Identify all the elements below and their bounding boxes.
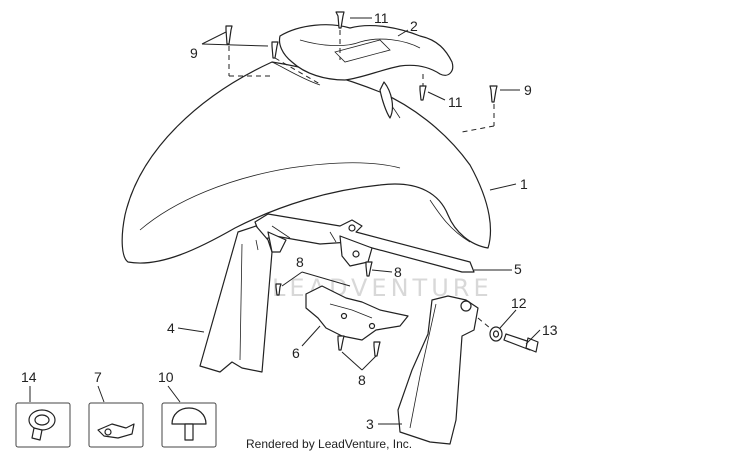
screw-right-group <box>461 85 498 133</box>
screws-lower-group <box>337 335 381 357</box>
fender-bracket-part <box>254 213 475 273</box>
callout-front-fender: 1 <box>520 176 528 192</box>
callout-screw-middle: 11 <box>448 94 463 110</box>
callout-bolt: 13 <box>542 322 558 338</box>
left-fork-guard-part <box>199 225 287 373</box>
watermark-text: LEADVENTURE <box>272 274 493 302</box>
callout-screw-inset: 7 <box>94 369 102 385</box>
screws-left-group <box>225 25 321 85</box>
callout-screws-lower-top: 8 <box>296 254 304 270</box>
callout-fender-bracket: 5 <box>514 261 522 277</box>
washer-part <box>489 326 503 342</box>
callout-left-fork-guard: 4 <box>167 320 175 336</box>
callout-screw-upper: 11 <box>374 10 389 26</box>
inset-screw: 7 <box>88 369 144 448</box>
callout-screws-bracket: 8 <box>394 264 402 280</box>
right-fork-guard-part <box>397 295 479 445</box>
inset-grommet: 14 <box>15 369 71 448</box>
fender-trim-part <box>278 24 454 119</box>
callout-bushing-inset: 10 <box>158 369 174 385</box>
mount-plate-part <box>305 285 409 341</box>
front-fender-part <box>121 61 492 264</box>
callout-screws-lower: 8 <box>358 372 366 388</box>
callout-grommet-inset: 14 <box>21 369 37 385</box>
leader-lines <box>177 17 541 425</box>
callout-mount-plate: 6 <box>292 345 300 361</box>
callout-washer: 12 <box>511 295 527 311</box>
inset-bushing: 10 <box>158 369 217 448</box>
screw-upper-group <box>335 11 345 60</box>
screw-bracket-group <box>275 261 373 296</box>
callout-screw-right: 9 <box>524 82 532 98</box>
callout-fender-trim: 2 <box>410 18 418 34</box>
callout-screws-left: 9 <box>190 45 198 61</box>
render-credit: Rendered by LeadVenture, Inc. <box>246 437 413 451</box>
screw-middle-group <box>419 74 427 101</box>
callout-right-fork-guard: 3 <box>366 416 374 432</box>
